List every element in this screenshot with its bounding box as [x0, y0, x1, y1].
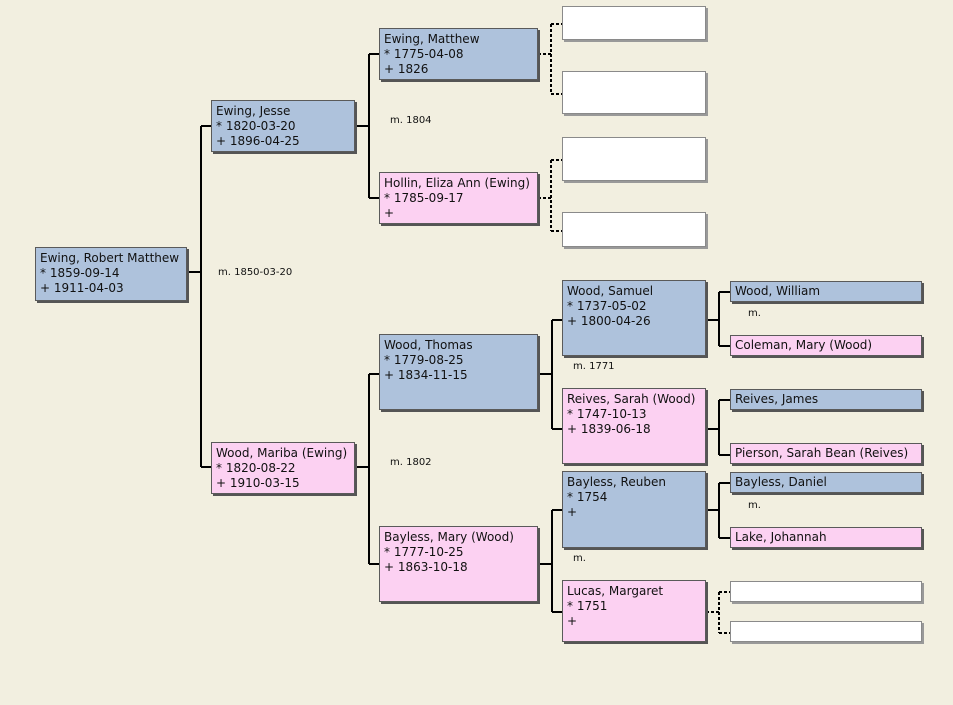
person-death: + 1839-06-18 — [567, 422, 651, 436]
empty-person-box[interactable] — [562, 137, 706, 181]
person-name: Wood, Mariba (Ewing) — [216, 446, 348, 460]
person-name: Wood, Samuel — [567, 284, 654, 298]
person-box-eliza[interactable]: Hollin, Eliza Ann (Ewing) * 1785-09-17 + — [379, 172, 538, 224]
marriage-label: m. — [573, 553, 586, 564]
person-death: + 1911-04-03 — [40, 281, 124, 295]
person-box-daniel[interactable]: Bayless, Daniel — [730, 472, 922, 493]
person-name: Ewing, Jesse — [216, 104, 291, 118]
person-box-samuel[interactable]: Wood, Samuel * 1737-05-02 + 1800-04-26 — [562, 280, 706, 356]
person-death: + 1896-04-25 — [216, 134, 300, 148]
person-box-matthew[interactable]: Ewing, Matthew * 1775-04-08 + 1826 — [379, 28, 538, 80]
person-birth: * 1859-09-14 — [40, 266, 120, 280]
person-box-robert[interactable]: Ewing, Robert Matthew * 1859-09-14 + 191… — [35, 247, 187, 301]
person-box-mary-coleman[interactable]: Coleman, Mary (Wood) — [730, 335, 922, 356]
person-name: Bayless, Mary (Wood) — [384, 530, 514, 544]
empty-person-box[interactable] — [730, 581, 922, 602]
marriage-label: m. 1802 — [390, 457, 432, 468]
person-death: + — [567, 614, 578, 628]
person-box-jesse[interactable]: Ewing, Jesse * 1820-03-20 + 1896-04-25 — [211, 100, 355, 152]
person-death: + 1834-11-15 — [384, 368, 468, 382]
empty-person-box[interactable] — [730, 621, 922, 642]
person-box-mary-bayless[interactable]: Bayless, Mary (Wood) * 1777-10-25 + 1863… — [379, 526, 538, 602]
person-name: Bayless, Daniel — [735, 475, 827, 489]
person-box-mariba[interactable]: Wood, Mariba (Ewing) * 1820-08-22 + 1910… — [211, 442, 355, 494]
person-name: Coleman, Mary (Wood) — [735, 338, 873, 352]
person-death: + 1800-04-26 — [567, 314, 651, 328]
marriage-label: m. 1850-03-20 — [218, 267, 293, 278]
person-name: Ewing, Matthew — [384, 32, 480, 46]
marriage-label: m. — [748, 308, 761, 319]
person-birth: * 1737-05-02 — [567, 299, 647, 313]
empty-person-box[interactable] — [562, 212, 706, 247]
marriage-label: m. 1804 — [390, 115, 432, 126]
person-box-sarah-pierson[interactable]: Pierson, Sarah Bean (Reives) — [730, 443, 922, 464]
person-death: + 1826 — [384, 62, 429, 76]
person-name: Wood, Thomas — [384, 338, 473, 352]
person-name: Wood, William — [735, 284, 821, 298]
person-birth: * 1779-08-25 — [384, 353, 464, 367]
person-birth: * 1775-04-08 — [384, 47, 464, 61]
person-name: Lucas, Margaret — [567, 584, 664, 598]
person-box-william[interactable]: Wood, William — [730, 281, 922, 302]
person-death: + — [384, 206, 395, 220]
person-name: Lake, Johannah — [735, 530, 827, 544]
person-death: + — [567, 505, 578, 519]
person-box-margaret[interactable]: Lucas, Margaret * 1751 + — [562, 580, 706, 642]
person-name: Pierson, Sarah Bean (Reives) — [735, 446, 909, 460]
person-birth: * 1754 — [567, 490, 608, 504]
person-name: Reives, James — [735, 392, 819, 406]
marriage-label: m. — [748, 500, 761, 511]
person-death: + 1910-03-15 — [216, 476, 300, 490]
person-name: Ewing, Robert Matthew — [40, 251, 180, 265]
person-birth: * 1820-08-22 — [216, 461, 296, 475]
person-box-sarah[interactable]: Reives, Sarah (Wood) * 1747-10-13 + 1839… — [562, 388, 706, 464]
person-birth: * 1751 — [567, 599, 608, 613]
person-name: Bayless, Reuben — [567, 475, 666, 489]
empty-person-box[interactable] — [562, 71, 706, 114]
person-birth: * 1785-09-17 — [384, 191, 464, 205]
person-box-reuben[interactable]: Bayless, Reuben * 1754 + — [562, 471, 706, 548]
empty-person-box[interactable] — [562, 6, 706, 40]
person-birth: * 1820-03-20 — [216, 119, 296, 133]
person-name: Hollin, Eliza Ann (Ewing) — [384, 176, 530, 190]
person-box-james[interactable]: Reives, James — [730, 389, 922, 410]
marriage-label: m. 1771 — [573, 361, 615, 372]
person-birth: * 1777-10-25 — [384, 545, 464, 559]
person-name: Reives, Sarah (Wood) — [567, 392, 696, 406]
person-birth: * 1747-10-13 — [567, 407, 647, 421]
person-box-thomas[interactable]: Wood, Thomas * 1779-08-25 + 1834-11-15 — [379, 334, 538, 410]
person-death: + 1863-10-18 — [384, 560, 468, 574]
person-box-johannah[interactable]: Lake, Johannah — [730, 527, 922, 548]
